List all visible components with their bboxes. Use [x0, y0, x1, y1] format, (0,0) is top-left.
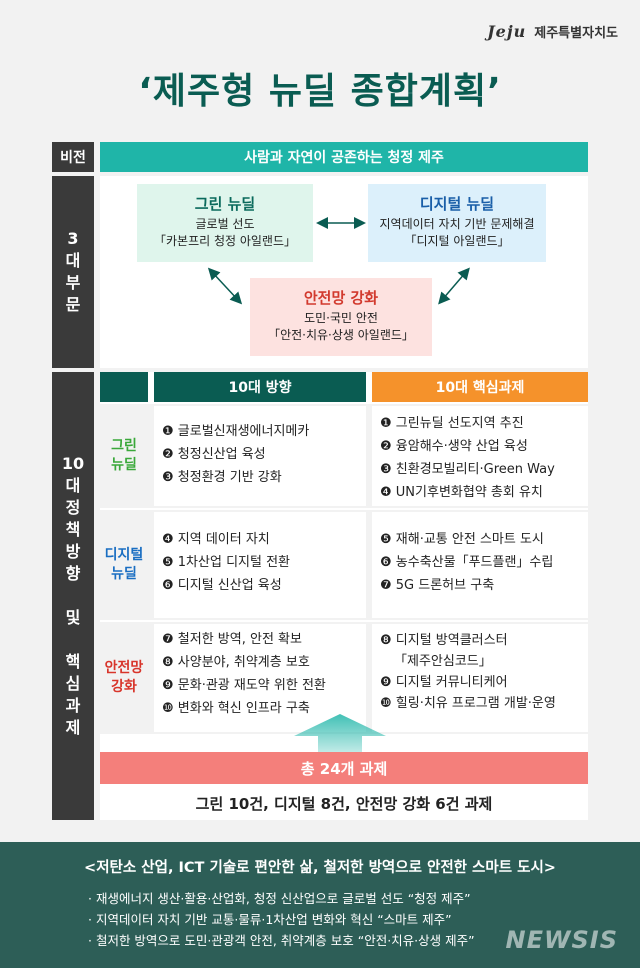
safety-net-title: 안전망 강화: [303, 289, 379, 307]
category-digital: 디지털 뉴딜: [100, 510, 148, 620]
list-item: ❶ 그린뉴딜 선도지역 추진: [380, 416, 524, 431]
list-item: ❷ 융암해수·생약 산업 육성: [380, 439, 528, 454]
page-title: ‘제주형 뉴딜 종합계획’: [138, 71, 502, 112]
sector-label-text: 3 대 부 문: [65, 229, 81, 314]
safety-net-line1: 도민·국민 안전: [304, 311, 378, 325]
digital-newdeal-line1: 지역데이터 자치 기반 문제해결: [379, 217, 535, 231]
directions-green: ❶ 글로벌신재생에너지메카 ❷ 청정신산업 육성 ❸ 청정환경 기반 강화: [154, 406, 366, 506]
total-tasks-bar: 총 24개 과제: [100, 752, 588, 784]
category-green-label: 그린 뉴딜: [111, 438, 137, 473]
list-item: ❾ 문화·관광 재도약 위한 전환: [162, 678, 326, 693]
footer-item: · 지역데이터 자치 기반 교통·물류·1차산업 변화와 혁신 “스마트 제주”: [88, 912, 452, 927]
header-directions: 10대 방향: [154, 372, 366, 402]
footer-item: · 철저한 방역으로 도민·관광객 안전, 취약계층 보호 “안전·치유·상생 …: [88, 933, 475, 948]
vision-text: 사람과 자연이 공존하는 청정 제주: [100, 142, 588, 172]
category-green: 그린 뉴딜: [100, 404, 148, 508]
list-item: ❽ 사양분야, 취약계층 보호: [162, 655, 310, 670]
logo: Jeju 제주특별자치도: [487, 22, 618, 41]
green-newdeal-title: 그린 뉴딜: [194, 195, 256, 213]
safety-net-line2: 「안전·치유·상생 아일랜드」: [268, 328, 414, 342]
category-safety: 안전망 강화: [100, 622, 148, 734]
list-item: ❿ 힐링·치유 프로그램 개발·운영: [380, 696, 556, 711]
list-item: ❼ 5G 드론허브 구축: [380, 578, 495, 593]
header-blank: [100, 372, 148, 402]
list-item: 「제주안심코드」: [394, 654, 492, 669]
tasks-green: ❶ 그린뉴딜 선도지역 추진 ❷ 융암해수·생약 산업 육성 ❸ 친환경모빌리티…: [372, 406, 588, 506]
footer-title: <저탄소 산업, ICT 기술로 편안한 삶, 철저한 방역으로 안전한 스마트…: [84, 860, 556, 876]
list-item: ❽ 디지털 방역클러스터: [380, 633, 508, 648]
green-newdeal-line2: 「카본프리 청정 아일랜드」: [153, 234, 297, 248]
category-safety-label: 안전망 강화: [104, 660, 144, 695]
directions-digital: ❹ 지역 데이터 자치 ❺ 1차산업 디지털 전환 ❻ 디지털 신산업 육성: [154, 512, 366, 618]
directions-safety: ❼ 철저한 방역, 안전 확보 ❽ 사양분야, 취약계층 보호 ❾ 문화·관광 …: [154, 624, 366, 732]
list-item: ❷ 청정신산업 육성: [162, 447, 266, 462]
list-item: ❻ 농수축산물「푸드플랜」수립: [380, 555, 554, 570]
sector-label: 3 대 부 문: [52, 176, 94, 368]
category-digital-label: 디지털 뉴딜: [104, 547, 144, 582]
tasks-safety: ❽ 디지털 방역클러스터 「제주안심코드」 ❾ 디지털 커뮤니티케어 ❿ 힐링·…: [372, 624, 588, 732]
total-tasks-detail: 그린 10건, 디지털 8건, 안전망 강화 6건 과제: [100, 786, 588, 820]
list-item: ❻ 디지털 신산업 육성: [162, 578, 282, 593]
newsis-watermark: NEWSIS: [505, 926, 618, 954]
green-newdeal-line1: 글로벌 선도: [195, 217, 255, 231]
org-name: 제주특별자치도: [534, 26, 618, 41]
vision-label: 비전: [52, 142, 94, 172]
list-item: ❼ 철저한 방역, 안전 확보: [162, 632, 302, 647]
tasks-digital: ❺ 재해·교통 안전 스마트 도시 ❻ 농수축산물「푸드플랜」수립 ❼ 5G 드…: [372, 512, 588, 618]
list-item: ❺ 재해·교통 안전 스마트 도시: [380, 532, 544, 547]
digital-newdeal-title: 디지털 뉴딜: [419, 195, 495, 213]
list-item: ❶ 글로벌신재생에너지메카: [162, 424, 310, 439]
list-item: ❿ 변화와 혁신 인프라 구축: [162, 701, 310, 716]
footer-list: · 재생에너지 생산·활용·산업화, 청정 신산업으로 글로벌 선도 “청정 제…: [88, 888, 475, 951]
list-item: ❸ 청정환경 기반 강화: [162, 470, 282, 485]
list-item: ❸ 친환경모빌리티·Green Way: [380, 462, 555, 477]
list-item: ❹ UN기후변화협약 총회 유치: [380, 485, 543, 500]
header-tasks: 10대 핵심과제: [372, 372, 588, 402]
jeju-logo-mark: Jeju: [487, 22, 527, 41]
footer-item: · 재생에너지 생산·활용·산업화, 청정 신산업으로 글로벌 선도 “청정 제…: [88, 891, 471, 906]
policy-label: 10 대 정 책 방 향 및 핵 심 과 제: [52, 372, 94, 820]
footer-summary: <저탄소 산업, ICT 기술로 편안한 삶, 철저한 방역으로 안전한 스마트…: [0, 842, 640, 968]
green-newdeal-box: 그린 뉴딜 글로벌 선도 「카본프리 청정 아일랜드」: [137, 184, 313, 262]
policy-label-text: 10 대 정 책 방 향 및 핵 심 과 제: [61, 454, 85, 737]
digital-newdeal-box: 디지털 뉴딜 지역데이터 자치 기반 문제해결 「디지털 아일랜드」: [368, 184, 546, 262]
list-item: ❹ 지역 데이터 자치: [162, 532, 270, 547]
list-item: ❺ 1차산업 디지털 전환: [162, 555, 291, 570]
safety-net-box: 안전망 강화 도민·국민 안전 「안전·치유·상생 아일랜드」: [250, 278, 432, 356]
up-arrow-icon: [294, 714, 386, 754]
digital-newdeal-line2: 「디지털 아일랜드」: [404, 234, 510, 248]
list-item: ❾ 디지털 커뮤니티케어: [380, 675, 508, 690]
